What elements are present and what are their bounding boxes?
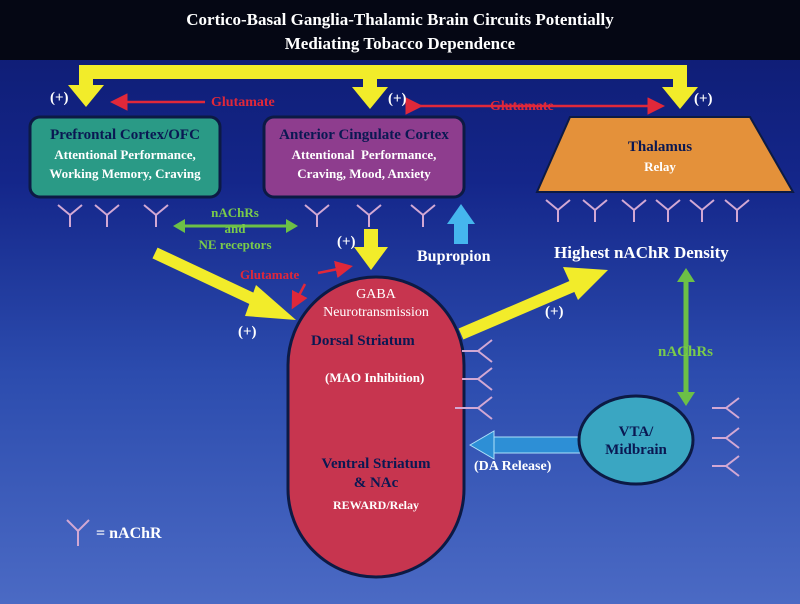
green-arrow-thalamus-vta xyxy=(677,268,695,406)
plus-label-acc: (+) xyxy=(388,91,407,107)
nachr-receptor-icon xyxy=(66,519,90,546)
nachrs-ne-line-3: NE receptors xyxy=(198,237,272,252)
nachr-receptor-icon xyxy=(712,427,740,449)
nachr-receptor-icon xyxy=(94,204,120,227)
acc-title: Anterior Cingulate Cortex xyxy=(279,127,449,143)
acc-text: Anterior Cingulate Cortex Attentional Pe… xyxy=(264,127,464,182)
glutamate-arrow-to-striatum-right xyxy=(317,260,353,279)
acc-line-1: Attentional Performance, xyxy=(291,147,437,162)
striatum-body xyxy=(286,275,466,579)
highest-density-label: Highest nAChR Density xyxy=(554,243,729,262)
plus-label-thalamus: (+) xyxy=(694,91,713,107)
title-line-1: Cortico-Basal Ganglia-Thalamic Brain Cir… xyxy=(186,10,614,29)
title-bar: Cortico-Basal Ganglia-Thalamic Brain Cir… xyxy=(0,0,800,60)
legend-receptor xyxy=(66,519,90,546)
striatum-receptors xyxy=(455,339,493,420)
mao-inhibition-label: (MAO Inhibition) xyxy=(325,370,425,385)
nachr-receptor-icon xyxy=(724,199,750,222)
vta-text: VTA/ Midbrain xyxy=(579,423,693,459)
reward-relay-label: REWARD/Relay xyxy=(333,498,419,512)
top-yellow-bus xyxy=(68,65,698,109)
acc-line-2: Craving, Mood, Anxiety xyxy=(297,166,431,181)
title-line-2: Mediating Tobacco Dependence xyxy=(284,34,516,53)
thalamus-title: Thalamus xyxy=(627,139,693,155)
green-arrow-pfc-acc xyxy=(173,219,298,233)
vta-line-1: VTA/ xyxy=(618,424,654,440)
plus-label-acc-striatum: (+) xyxy=(337,234,356,250)
plus-label-striatum-thalamus: (+) xyxy=(545,304,564,320)
nachr-receptor-icon xyxy=(545,199,571,222)
nachr-receptor-icon xyxy=(655,199,681,222)
nachr-receptor-icon xyxy=(462,339,493,363)
pfc-line-2: Working Memory, Craving xyxy=(49,166,201,181)
bupropion-label: Bupropion xyxy=(417,248,491,265)
plus-label-pfc: (+) xyxy=(50,90,69,106)
nachr-receptor-icon xyxy=(410,204,436,227)
acc-receptors xyxy=(304,204,436,227)
vta-receptors xyxy=(712,397,740,477)
nachr-receptor-icon xyxy=(455,396,493,420)
nachr-receptor-icon xyxy=(143,204,169,227)
nachrs-vta-label: nAChRs xyxy=(658,344,714,360)
ventral-line-1: Ventral Striatum xyxy=(321,456,431,472)
acc-box xyxy=(262,115,466,199)
yellow-arrow-acc-to-striatum xyxy=(354,229,388,270)
vta-ellipse xyxy=(577,394,695,486)
glutamate-label-3: Glutamate xyxy=(240,267,300,282)
thalamus-trapezoid xyxy=(535,116,795,193)
pfc-box xyxy=(28,115,222,199)
nachr-receptor-icon xyxy=(57,204,83,227)
pfc-receptors xyxy=(57,204,169,227)
pfc-title: Prefrontal Cortex/OFC xyxy=(50,127,200,143)
ventral-line-2: & NAc xyxy=(353,475,399,491)
nachr-receptor-icon xyxy=(689,199,715,222)
thalamus-text: Thalamus Relay xyxy=(570,139,750,175)
nachr-receptor-icon xyxy=(462,367,493,391)
gaba-line-2: Neurotransmission xyxy=(323,305,429,320)
nachrs-ne-label: nAChRs and NE receptors xyxy=(185,205,285,253)
nachr-receptor-icon xyxy=(621,199,647,222)
glutamate-label-1: Glutamate xyxy=(211,95,275,110)
gaba-line-1: GABA xyxy=(356,287,396,302)
pfc-line-1: Attentional Performance, xyxy=(54,147,196,162)
nachr-receptor-icon xyxy=(304,204,330,227)
glutamate-arrow-to-striatum-down xyxy=(291,283,308,310)
dorsal-striatum-label: Dorsal Striatum xyxy=(311,333,415,349)
nachr-receptor-icon xyxy=(712,455,740,477)
nachr-receptor-icon xyxy=(582,199,608,222)
plus-label-pfc-striatum: (+) xyxy=(238,324,257,340)
thalamus-line-1: Relay xyxy=(644,159,676,174)
pfc-text: Prefrontal Cortex/OFC Attentional Perfor… xyxy=(30,127,220,182)
ventral-striatum-text: Ventral Striatum & NAc xyxy=(288,455,464,493)
da-release-arrow xyxy=(469,430,581,460)
da-release-label: (DA Release) xyxy=(474,459,552,474)
nachrs-ne-line-1: nAChRs xyxy=(211,205,259,220)
bupropion-arrow xyxy=(447,204,475,244)
nachrs-ne-line-2: and xyxy=(224,221,246,236)
glutamate-label-2: Glutamate xyxy=(490,99,554,114)
striatum-gaba-text: GABA Neurotransmission xyxy=(288,286,464,322)
yellow-arrow-pfc-to-striatum xyxy=(152,247,296,320)
vta-line-2: Midbrain xyxy=(605,442,667,458)
thalamus-receptors xyxy=(545,199,750,222)
yellow-arrow-striatum-to-thalamus xyxy=(458,267,608,340)
legend-label: = nAChR xyxy=(96,525,162,542)
nachr-receptor-icon xyxy=(712,397,740,419)
nachr-receptor-icon xyxy=(356,204,382,227)
